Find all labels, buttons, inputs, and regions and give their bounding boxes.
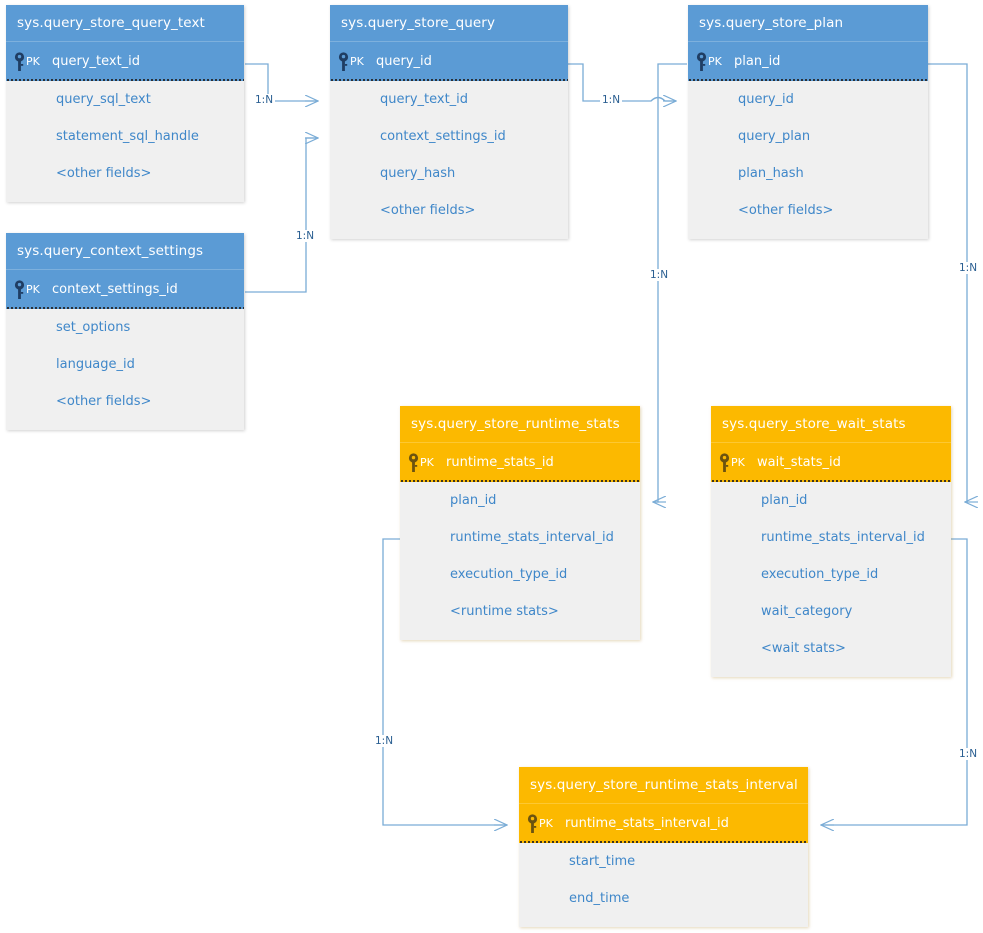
entity-title: sys.query_store_plan <box>688 5 928 42</box>
pk-badge: PK <box>539 817 553 830</box>
entity-fields: query_text_id context_settings_id query_… <box>330 81 568 239</box>
key-icon: PK <box>400 452 446 473</box>
entity-query-store-runtime-stats-interval[interactable]: sys.query_store_runtime_stats_interval P… <box>519 767 808 927</box>
entity-title: sys.query_store_runtime_stats_interval <box>519 767 808 804</box>
pk-badge: PK <box>350 55 364 68</box>
connector-plan-to-runtime-stats <box>653 63 687 502</box>
pk-field-name: runtime_stats_interval_id <box>565 816 729 831</box>
pk-field-name: plan_id <box>734 54 781 69</box>
entity-title: sys.query_store_query_text <box>6 5 244 42</box>
key-icon: PK <box>330 51 376 72</box>
entity-query-store-query-text[interactable]: sys.query_store_query_text PK query_text… <box>6 5 244 202</box>
key-icon: PK <box>688 51 734 72</box>
field-row: runtime_stats_interval_id <box>761 530 925 545</box>
primary-key-row: PK runtime_stats_interval_id <box>519 804 808 843</box>
cardinality-label: 1:N <box>957 748 980 760</box>
pk-field-name: context_settings_id <box>52 282 178 297</box>
entity-title: sys.query_store_wait_stats <box>711 406 951 443</box>
pk-badge: PK <box>26 55 40 68</box>
field-row: start_time <box>569 854 636 869</box>
primary-key-row: PK query_id <box>330 42 568 81</box>
field-row: plan_hash <box>738 166 804 181</box>
key-icon: PK <box>6 279 52 300</box>
primary-key-row: PK query_text_id <box>6 42 244 81</box>
cardinality-label: 1:N <box>294 230 317 242</box>
pk-badge: PK <box>26 283 40 296</box>
field-row: runtime_stats_interval_id <box>450 530 614 545</box>
cardinality-label: 1:N <box>600 94 623 106</box>
entity-query-store-query[interactable]: sys.query_store_query PK query_id query_… <box>330 5 568 239</box>
entity-query-store-plan[interactable]: sys.query_store_plan PK plan_id query_id… <box>688 5 928 239</box>
key-icon: PK <box>6 51 52 72</box>
field-row: language_id <box>56 357 135 372</box>
entity-title: sys.query_context_settings <box>6 233 244 270</box>
cardinality-label: 1:N <box>253 94 276 106</box>
field-row: query_sql_text <box>56 92 151 107</box>
entity-fields: start_time end_time <box>519 843 808 927</box>
key-icon: PK <box>519 813 565 834</box>
field-row: <other fields> <box>380 203 476 218</box>
cardinality-label: 1:N <box>957 262 980 274</box>
field-row: query_hash <box>380 166 456 181</box>
field-row: set_options <box>56 320 131 335</box>
pk-badge: PK <box>708 55 722 68</box>
field-row: <other fields> <box>738 203 834 218</box>
entity-query-context-settings[interactable]: sys.query_context_settings PK context_se… <box>6 233 244 430</box>
field-row: plan_id <box>450 493 497 508</box>
entity-title: sys.query_store_query <box>330 5 568 42</box>
connector-context-to-query <box>245 138 318 293</box>
field-row: <wait stats> <box>761 641 846 656</box>
pk-field-name: runtime_stats_id <box>446 455 554 470</box>
field-row: <runtime stats> <box>450 604 559 619</box>
entity-query-store-wait-stats[interactable]: sys.query_store_wait_stats PK wait_stats… <box>711 406 951 677</box>
pk-field-name: wait_stats_id <box>757 455 841 470</box>
field-row: <other fields> <box>56 394 152 409</box>
pk-field-name: query_id <box>376 54 432 69</box>
field-row: end_time <box>569 891 630 906</box>
entity-fields: set_options language_id <other fields> <box>6 309 244 430</box>
primary-key-row: PK wait_stats_id <box>711 443 951 482</box>
key-icon: PK <box>711 452 757 473</box>
field-row: wait_category <box>761 604 853 619</box>
primary-key-row: PK plan_id <box>688 42 928 81</box>
field-row: query_id <box>738 92 794 107</box>
entity-title: sys.query_store_runtime_stats <box>400 406 640 443</box>
field-row: execution_type_id <box>761 567 879 582</box>
field-row: query_text_id <box>380 92 469 107</box>
entity-query-store-runtime-stats[interactable]: sys.query_store_runtime_stats PK runtime… <box>400 406 640 640</box>
field-row: statement_sql_handle <box>56 129 199 144</box>
entity-fields: query_sql_text statement_sql_handle <oth… <box>6 81 244 202</box>
field-row: <other fields> <box>56 166 152 181</box>
field-row: execution_type_id <box>450 567 568 582</box>
pk-badge: PK <box>731 456 745 469</box>
entity-fields: plan_id runtime_stats_interval_id execut… <box>711 482 951 677</box>
cardinality-label: 1:N <box>648 269 671 281</box>
field-row: context_settings_id <box>380 129 506 144</box>
entity-fields: plan_id runtime_stats_interval_id execut… <box>400 482 640 640</box>
pk-badge: PK <box>420 456 434 469</box>
pk-field-name: query_text_id <box>52 54 141 69</box>
field-row: query_plan <box>738 129 811 144</box>
entity-fields: query_id query_plan plan_hash <other fie… <box>688 81 928 239</box>
primary-key-row: PK context_settings_id <box>6 270 244 309</box>
primary-key-row: PK runtime_stats_id <box>400 443 640 482</box>
field-row: plan_id <box>761 493 808 508</box>
cardinality-label: 1:N <box>373 735 396 747</box>
